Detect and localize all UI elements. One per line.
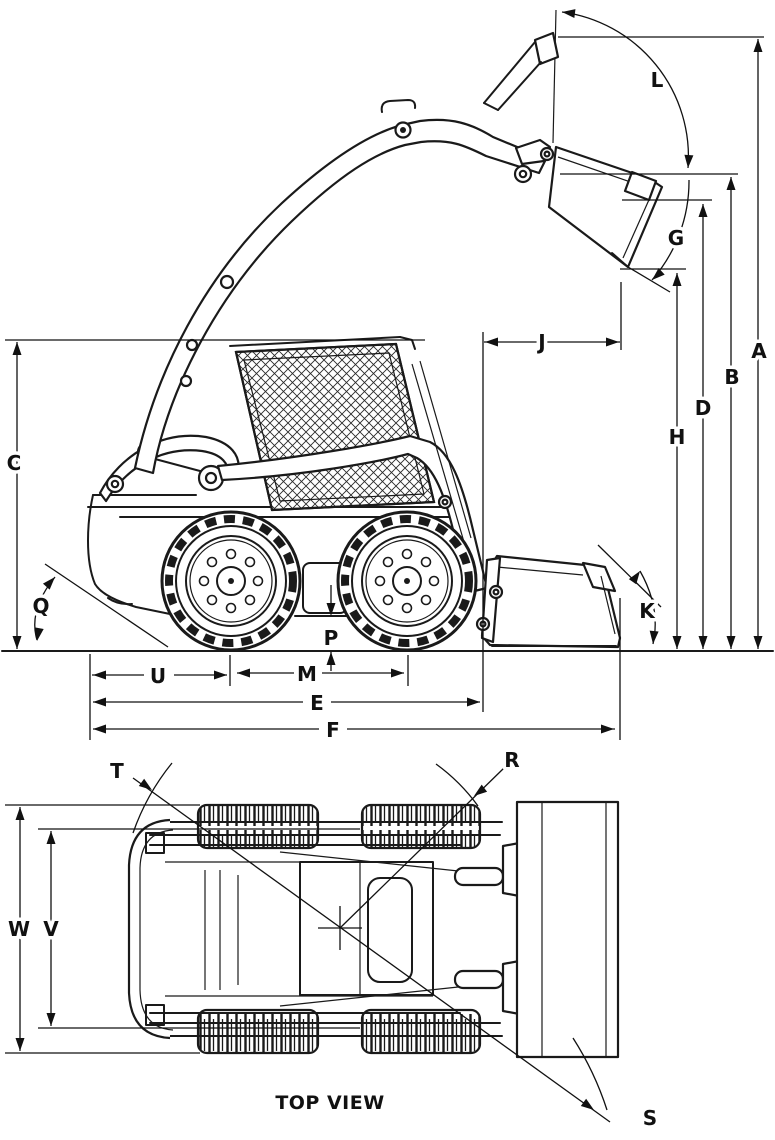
dim-label-V: V — [43, 917, 59, 941]
radius-label-T: T — [110, 759, 124, 783]
angle-label-K: K — [639, 599, 656, 623]
dim-label-W: W — [8, 917, 30, 941]
dim-label-F: F — [326, 718, 340, 742]
radius-label-R: R — [504, 748, 519, 772]
dim-label-A: A — [751, 339, 767, 363]
angle-label-L: L — [651, 68, 664, 92]
dim-label-B: B — [724, 365, 739, 389]
dim-label-C: C — [7, 451, 22, 475]
arm-pivot-bolt-center — [441, 498, 449, 506]
dim-label-H: H — [669, 425, 686, 449]
lift-cylinder-rod — [411, 363, 465, 543]
chassis-body — [87, 494, 465, 617]
front-wheel — [336, 510, 478, 652]
rear-wheel — [160, 510, 302, 652]
top-view-seat — [367, 877, 413, 983]
dim-label-E: E — [310, 691, 324, 715]
grab-handle — [380, 99, 417, 113]
top-view-cab — [299, 861, 434, 996]
lift-cylinder-rod2 — [419, 360, 472, 539]
bucket-on-ground — [475, 554, 622, 649]
lift-arm-raised — [133, 99, 548, 475]
angle-label-Q: Q — [32, 594, 49, 618]
angle-label-G: G — [668, 226, 684, 250]
cab-roof-line — [229, 336, 401, 347]
top-view-bucket — [515, 800, 620, 1059]
top-view-body — [127, 818, 543, 1040]
clearance-circle-marks: T R S — [107, 745, 661, 1134]
dim-label-J: J — [536, 330, 545, 354]
dim-label-M: M — [297, 662, 317, 686]
top-view-tires — [196, 803, 482, 1055]
dim-label-U: U — [150, 664, 166, 688]
dim-label-P: P — [324, 626, 339, 650]
side-view-machine — [1, 9, 774, 652]
top-view-caption: TOP VIEW — [275, 1092, 384, 1114]
radius-label-S: S — [643, 1106, 657, 1130]
bucket-racked-ghost — [483, 9, 560, 144]
top-view-machine: T R S — [107, 745, 661, 1134]
bucket-dumped-raised — [513, 138, 664, 269]
top-view-dimensions: W V — [4, 804, 360, 1054]
cab-mesh-screen — [229, 336, 436, 512]
dim-label-D: D — [695, 396, 712, 420]
